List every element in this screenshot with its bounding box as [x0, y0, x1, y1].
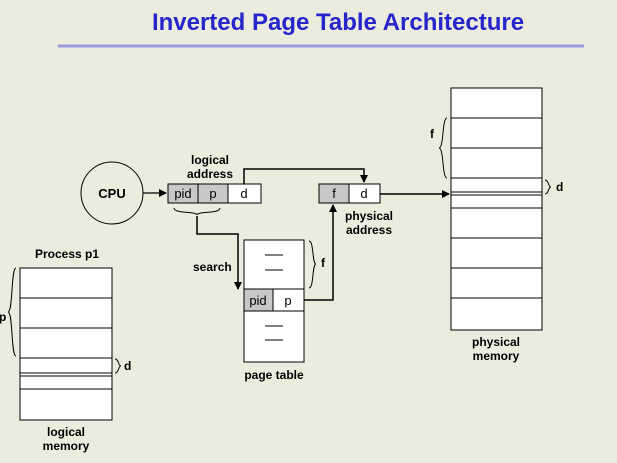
physical-address-caption-line1: physical — [345, 209, 393, 223]
slide-title: Inverted Page Table Architecture — [152, 9, 524, 36]
logical-address-caption-line1: logical — [191, 153, 229, 167]
logical-address-caption-line2: address — [187, 167, 233, 181]
pid-p-brace — [173, 207, 221, 216]
physical-memory-d-label: d — [556, 180, 563, 194]
page-table-f-label: f — [321, 256, 326, 270]
logical-memory-d-label: d — [124, 359, 131, 373]
physical-memory-caption-line2: memory — [473, 349, 520, 363]
logical-address: logical address pid p d — [167, 153, 262, 216]
frame-f-arrow — [304, 204, 337, 301]
physical-memory-f-brace — [438, 117, 448, 179]
logical-memory-d-brace — [114, 358, 122, 374]
logical-address-p-field: p — [209, 186, 216, 201]
logical-memory-caption-line1: logical — [47, 425, 85, 439]
search-arrow — [196, 216, 242, 290]
physical-address-f-field: f — [332, 186, 336, 201]
logical-memory-p-label: p — [0, 310, 6, 324]
physical-address-caption-line2: address — [346, 223, 392, 237]
cpu-label: CPU — [98, 186, 125, 201]
process-title: Process p1 — [35, 247, 99, 261]
physical-address-d-field: d — [360, 186, 367, 201]
physical-memory: f d physical memory — [430, 87, 563, 363]
logical-address-d-field: d — [240, 186, 247, 201]
logical-memory-box — [19, 267, 113, 421]
physical-memory-box — [450, 87, 543, 331]
logical-memory-p-brace — [7, 267, 17, 357]
cpu-node: CPU — [80, 161, 144, 225]
logical-address-pid-field: pid — [174, 186, 191, 201]
offset-d-arrow — [243, 168, 368, 184]
page-table: pid p f page table — [243, 239, 326, 382]
physical-memory-f-label: f — [430, 127, 435, 141]
process-logical-memory: Process p1 p d logical memory — [0, 247, 131, 453]
logical-memory-caption-line2: memory — [43, 439, 90, 453]
page-table-f-brace — [308, 240, 317, 289]
page-table-entry-pid: pid — [249, 293, 266, 308]
physical-memory-d-brace — [544, 179, 552, 195]
physical-memory-caption-line1: physical — [472, 335, 520, 349]
search-label: search — [193, 260, 232, 274]
page-table-caption: page table — [244, 368, 304, 382]
physical-address: f d physical address — [318, 183, 393, 237]
page-table-entry-p: p — [284, 293, 291, 308]
